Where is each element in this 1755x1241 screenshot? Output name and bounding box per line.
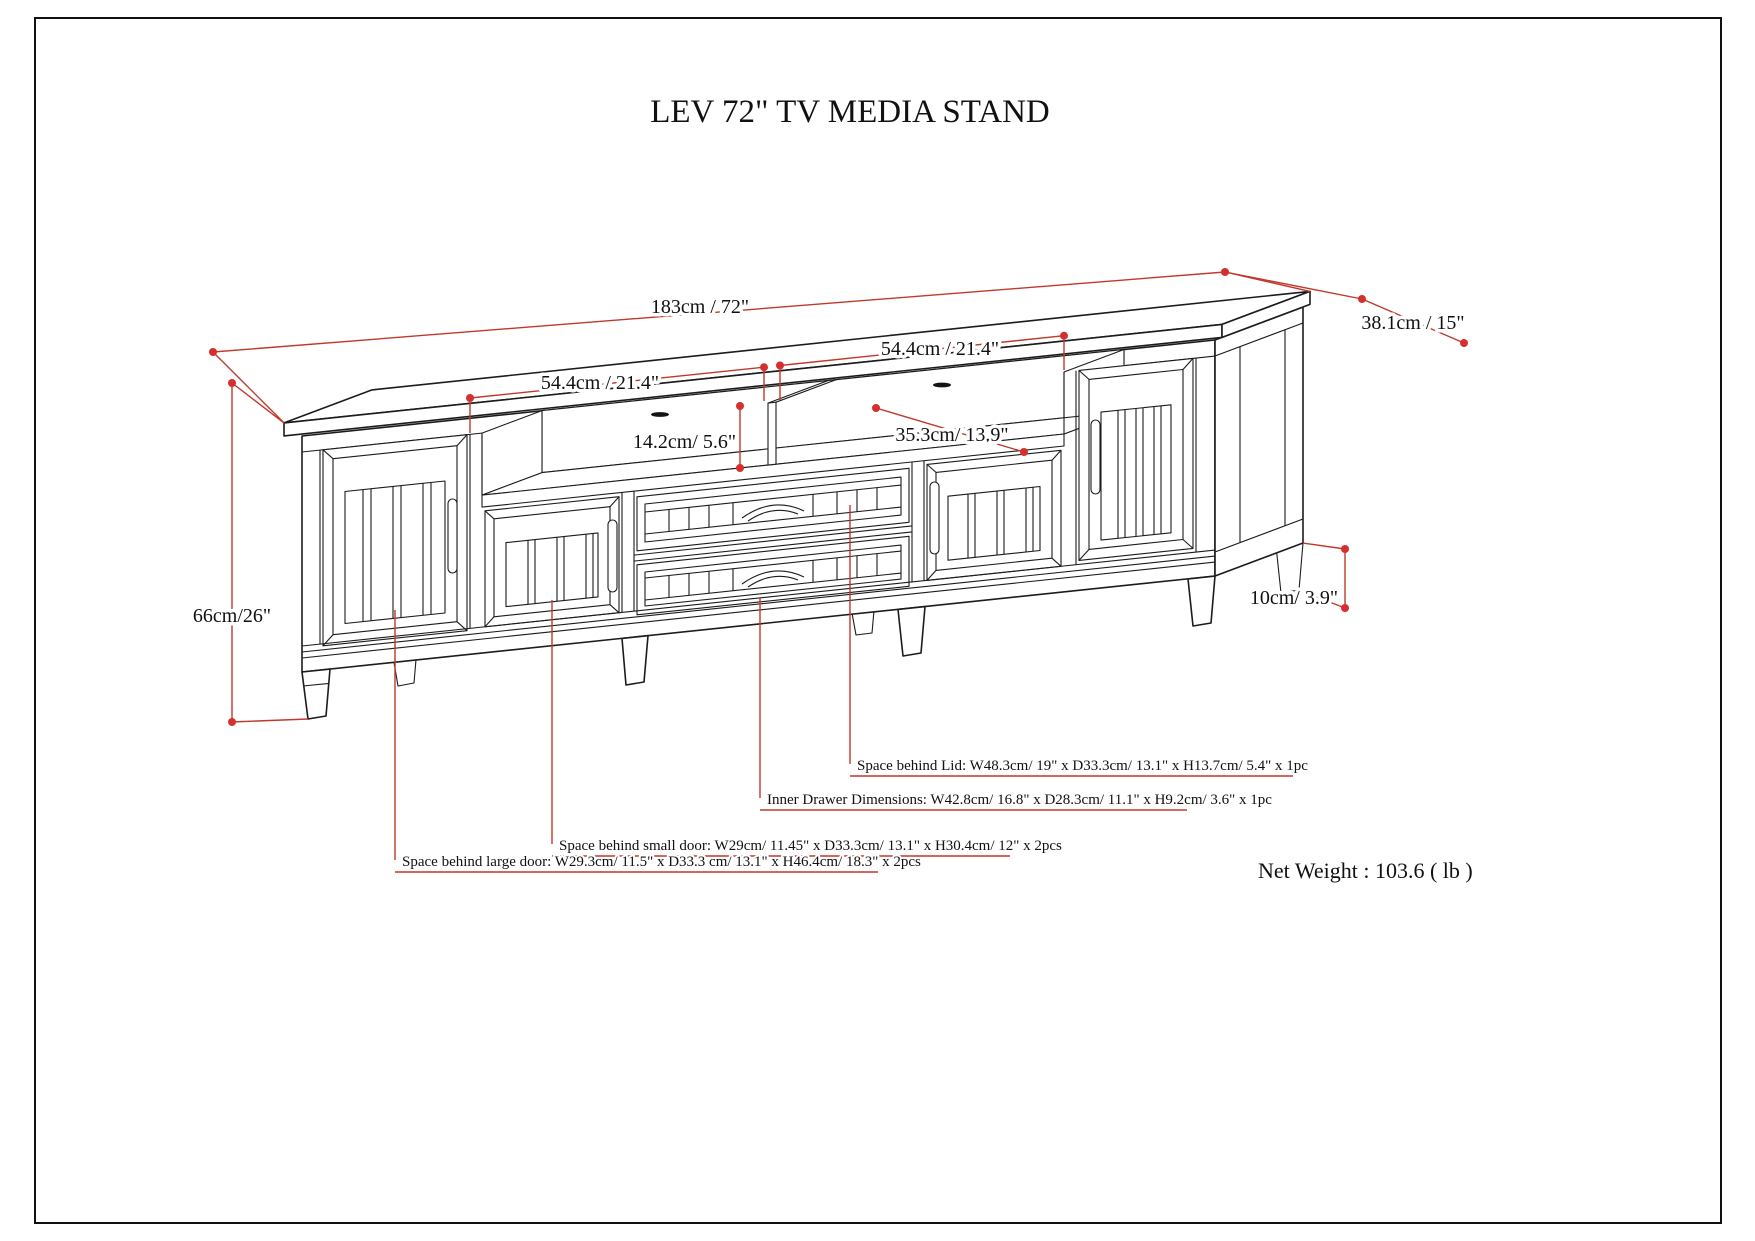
dimension-shelf-depth: 35.3cm/ 13.9" [872,404,1028,456]
front-middle-right-leg [897,605,926,657]
dimension-overall-depth: 38.1cm / 15" [1224,271,1468,347]
base-rails [301,549,1216,659]
door-handle [447,498,458,574]
leg-height-label: 10cm/ 3.9" [1250,587,1338,609]
left-large-door [322,434,468,647]
annotation-large-door: Space behind large door: W29.3cm/ 11.5" … [394,610,923,873]
annotation-lid: Space behind Lid: W48.3cm/ 19" x D33.3cm… [849,505,1310,777]
bottom-drawer-front [636,535,910,616]
drawer-handle [747,509,799,522]
large-door-annotation-text: Space behind large door: W29.3cm/ 11.5" … [402,854,921,870]
left-cubby-width-label: 54.4cm / 21.4" [541,372,659,394]
lid-annotation-text: Space behind Lid: W48.3cm/ 19" x D33.3cm… [857,758,1308,774]
overall-width-label: 183cm / 72" [651,296,749,318]
side-top-rail-line [1214,322,1304,357]
dimension-right-cubby-width: 54.4cm / 21.4" [776,331,1068,400]
door-handle [607,519,618,593]
top-right-edge [1221,290,1311,339]
cable-notch [933,382,951,388]
page-title: LEV 72" TV MEDIA STAND [650,94,1050,130]
page-border [34,17,1722,1224]
front-legs [301,575,1216,720]
divider-depth-line [767,380,829,404]
drawer-handle [741,504,805,519]
cubby-divider [767,401,777,466]
dimension-left-cubby-width: 54.4cm / 21.4" [466,363,768,433]
front-right-leg [1187,575,1216,627]
annotation-small-door: Space behind small door: W29cm/ 11.45" x… [551,600,1064,857]
inner-drawer-annotation-text: Inner Drawer Dimensions: W42.8cm/ 16.8" … [767,792,1272,808]
frame-stiles [319,358,1197,645]
shelf-depth-label: 35.3cm/ 13.9" [895,424,1008,446]
annotation-inner-drawer: Inner Drawer Dimensions: W42.8cm/ 16.8" … [759,598,1274,811]
cubby-height-label: 14.2cm/ 5.6" [633,431,736,453]
front-middle-left-leg [621,634,649,686]
drawer-handle [747,575,799,588]
front-left-leg [301,668,331,720]
side-bottom-rail-line [1214,518,1304,553]
media-stand-drawing [283,290,1311,720]
dimension-overall-height: 66cm/26" [189,379,309,726]
dimension-overall-width: 183cm / 72" [209,268,1311,424]
divider-depth-line [775,379,837,403]
cubby-floor-front [481,433,1065,508]
right-small-door [926,449,1062,581]
door-handle [929,481,940,555]
right-cubby-width-label: 54.4cm / 21.4" [881,338,999,360]
overall-height-label: 66cm/26" [193,605,271,627]
top-drawer-front [636,467,910,552]
dimension-leg-height: 10cm/ 3.9" [1246,542,1349,613]
small-door-annotation-text: Space behind small door: W29cm/ 11.45" x… [559,838,1062,854]
drawer-handle [741,570,805,585]
cable-notch [651,412,669,417]
right-large-door [1078,357,1194,561]
dimension-cubby-height: 14.2cm/ 5.6" [629,402,744,472]
overall-depth-label: 38.1cm / 15" [1361,312,1464,334]
door-handle [1090,419,1101,495]
center-drawers [633,467,913,616]
net-weight-label: Net Weight : 103.6 ( lb ) [1258,858,1473,883]
